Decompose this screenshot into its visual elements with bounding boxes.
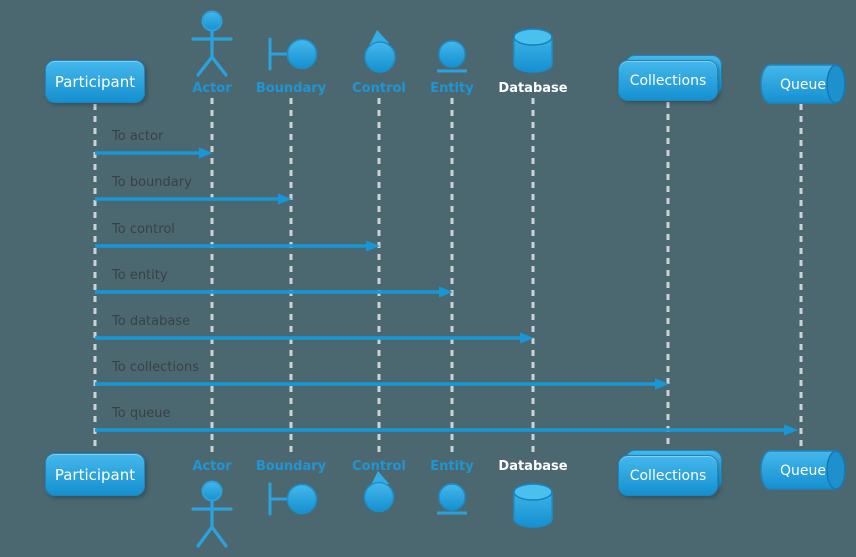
entity-icon-bottom bbox=[437, 483, 467, 515]
participant-label-top: Participant bbox=[54, 72, 136, 91]
message-label-to-actor: To actor bbox=[112, 129, 164, 144]
message-label-to-collections: To collections bbox=[112, 360, 199, 375]
entity-icon bbox=[437, 40, 467, 73]
arrow-to-collections bbox=[95, 378, 669, 390]
boundary-label-bottom: Boundary bbox=[255, 459, 327, 474]
arrow-to-actor bbox=[95, 147, 213, 159]
message-label-to-queue: To queue bbox=[112, 406, 171, 421]
entity-label-top: Entity bbox=[430, 81, 474, 96]
arrow-to-database bbox=[95, 332, 534, 344]
lifelines bbox=[93, 98, 803, 458]
arrow-to-control bbox=[95, 240, 380, 252]
control-icon bbox=[364, 30, 396, 73]
control-icon-bottom bbox=[363, 471, 395, 513]
message-label-to-boundary: To boundary bbox=[112, 175, 192, 190]
participant-label-bottom: Participant bbox=[54, 465, 136, 484]
queue-icon bbox=[760, 64, 846, 104]
boundary-icon-bottom bbox=[268, 482, 318, 516]
actor-label-bottom: Actor bbox=[192, 459, 232, 474]
database-label-bottom: Database bbox=[498, 459, 568, 474]
database-icon bbox=[513, 28, 553, 73]
boundary-label-top: Boundary bbox=[255, 81, 327, 96]
arrow-to-entity bbox=[95, 286, 453, 298]
actor-icon bbox=[191, 10, 233, 77]
actor-label-top: Actor bbox=[192, 81, 232, 96]
queue-label-bottom: Queue bbox=[780, 463, 826, 479]
boundary-icon bbox=[268, 37, 318, 71]
control-label-top: Control bbox=[352, 81, 406, 96]
actor-icon-bottom bbox=[191, 480, 233, 548]
arrow-to-boundary bbox=[95, 193, 292, 205]
collections-box-top: Collections bbox=[618, 60, 718, 101]
message-label-to-control: To control bbox=[112, 222, 175, 237]
database-icon-bottom bbox=[513, 483, 553, 528]
message-arrows bbox=[95, 147, 798, 436]
collections-box-bottom: Collections bbox=[618, 455, 718, 496]
queue-label-top: Queue bbox=[780, 77, 826, 93]
entity-label-bottom: Entity bbox=[430, 459, 474, 474]
collections-label-bottom: Collections bbox=[629, 467, 707, 484]
collections-label-top: Collections bbox=[629, 72, 707, 89]
message-label-to-database: To database bbox=[112, 314, 191, 329]
control-label-bottom: Control bbox=[352, 459, 406, 474]
arrow-to-queue bbox=[95, 424, 798, 436]
message-label-to-entity: To entity bbox=[112, 268, 168, 283]
participant-box-top: Participant bbox=[45, 60, 145, 103]
participant-box-bottom: Participant bbox=[45, 453, 145, 496]
database-label-top: Database bbox=[498, 81, 568, 96]
queue-icon-bottom bbox=[760, 450, 846, 490]
